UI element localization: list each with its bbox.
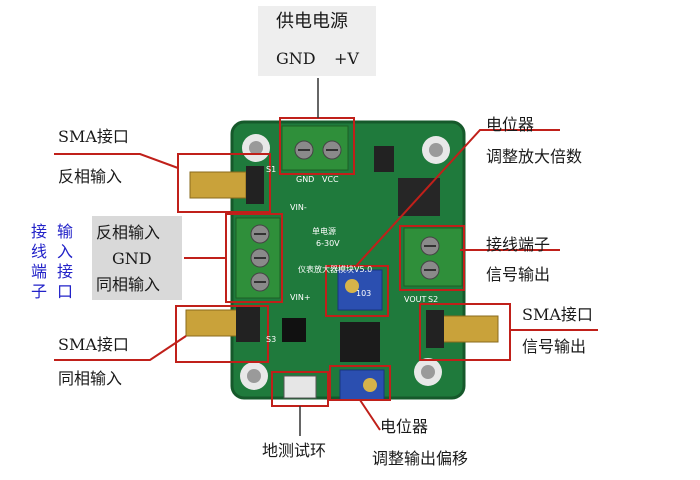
output-terminal-block <box>403 227 463 287</box>
sma-connector-noninv <box>185 306 260 342</box>
power-label-box <box>258 6 376 76</box>
board-module-name: 仪表放大器模块V5.0 <box>298 264 372 274</box>
board-gnd: GND <box>296 175 314 184</box>
board-vin-plus: VIN+ <box>290 293 311 302</box>
board-vin-minus: VIN- <box>290 203 307 212</box>
mounting-hole-icon <box>414 358 442 386</box>
highlight-boxes <box>175 117 511 407</box>
board-s1: S1 <box>266 165 276 174</box>
sma-connector-out <box>426 310 499 348</box>
opamp-chip <box>340 322 380 362</box>
input-vertical-label: 输入接口 <box>56 222 73 301</box>
inv-input-label: 反相输入 <box>96 223 161 242</box>
noninv-input-bottom-label: 同相输入 <box>58 369 123 388</box>
mounting-hole-icon <box>422 136 450 164</box>
sma-left-bottom-label: SMA接口 <box>58 335 129 354</box>
sma-left-top-label: SMA接口 <box>58 127 129 146</box>
board-voltage: 6-30V <box>316 239 340 248</box>
jumper-header <box>282 318 306 342</box>
terminal-vertical-label: 接线端子 <box>30 222 47 301</box>
input-terminal-block <box>235 217 281 299</box>
board-power-caption: 单电源 <box>312 226 336 236</box>
inv-input-top-label: 反相输入 <box>58 167 123 186</box>
board-vout: VOUT <box>404 295 426 304</box>
ic-chip <box>374 146 394 172</box>
sma-connector-inv <box>189 166 264 204</box>
mounting-hole-icon <box>242 134 270 162</box>
test-ring-label: 地测试环 <box>262 441 327 460</box>
gnd-label: GND <box>112 249 152 268</box>
power-v-label: +V <box>334 49 359 68</box>
ground-test-ring <box>283 375 317 399</box>
gain-potentiometer <box>337 269 383 311</box>
pot-offset-desc: 调整输出偏移 <box>372 449 469 468</box>
board-s3: S3 <box>266 335 276 344</box>
power-title: 供电电源 <box>276 11 348 32</box>
power-terminal-block <box>281 125 349 171</box>
mounting-hole-icon <box>240 362 268 390</box>
power-gnd-label: GND <box>276 49 316 68</box>
signal-out-1-label: 信号输出 <box>486 265 551 284</box>
board-vcc: VCC <box>322 175 339 184</box>
offset-potentiometer <box>339 369 385 401</box>
terminal-out-label: 接线端子 <box>486 235 551 254</box>
noninv-input-label: 同相输入 <box>96 275 161 294</box>
pot-offset-title: 电位器 <box>380 417 429 436</box>
board-pot-code: 103 <box>356 289 371 298</box>
leader-lines <box>54 129 598 431</box>
sma-right-label: SMA接口 <box>522 305 593 324</box>
grey-leader-lines <box>299 78 319 436</box>
signal-out-2-label: 信号输出 <box>522 337 587 356</box>
board-s2: S2 <box>428 295 438 304</box>
input-label-box <box>92 216 182 300</box>
pot-gain-title: 电位器 <box>486 115 535 134</box>
pot-gain-desc: 调整放大倍数 <box>486 147 583 166</box>
